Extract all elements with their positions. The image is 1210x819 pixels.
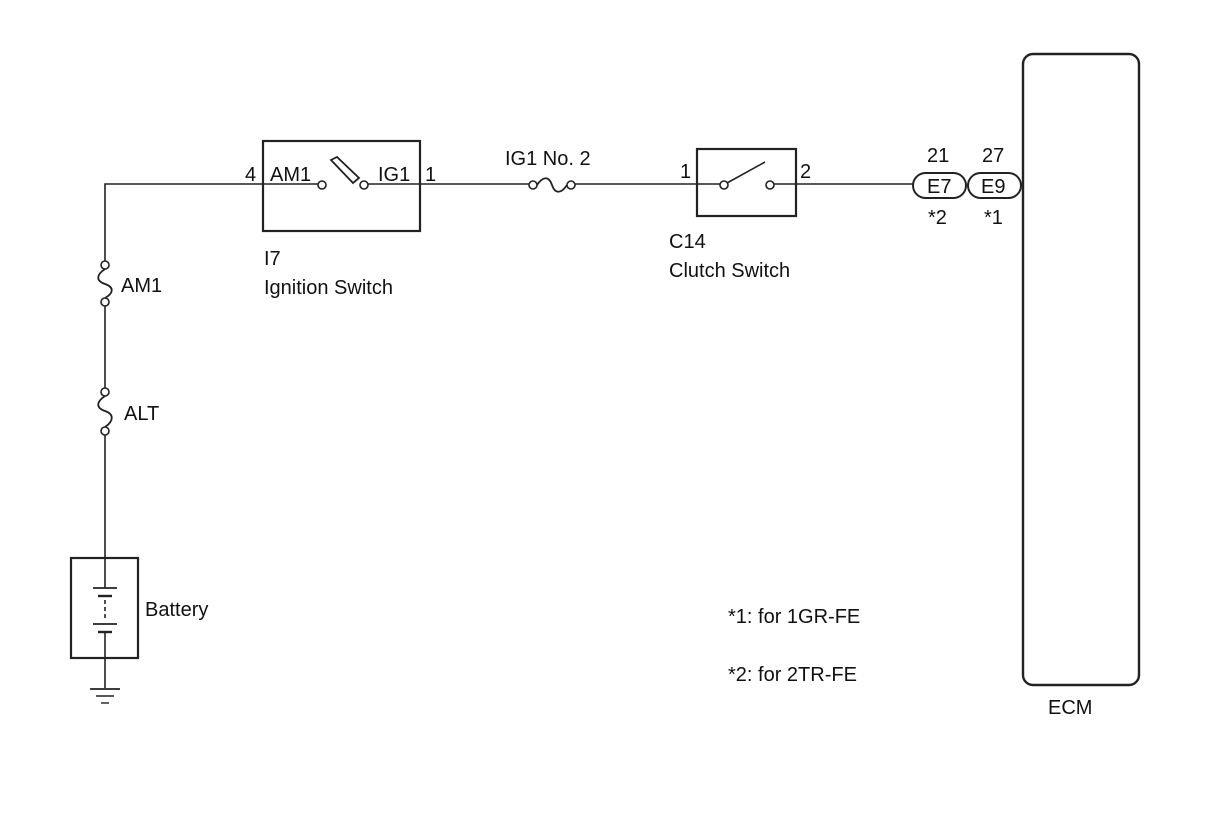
clutch-switch-box (695, 147, 798, 218)
battery-label: Battery (145, 599, 208, 621)
fuse-am1-terminal-top (100, 260, 110, 270)
ignition-switch-pin-left: 4 (245, 164, 256, 186)
connector-e9-code: E9 (981, 176, 1005, 198)
fuse-am1-label: AM1 (121, 275, 162, 297)
wires (104, 183, 913, 688)
ignition-switch-pin-right: 1 (425, 164, 436, 186)
footnote-1: *1: for 1GR-FE (728, 606, 860, 628)
clutch-switch-contact-left (719, 180, 729, 190)
ecm-box (1021, 52, 1141, 687)
connector-e7-note: *2 (928, 207, 947, 229)
fuse-ig1-terminal-right (566, 180, 576, 190)
connector-e7 (912, 172, 967, 199)
ignition-switch-terminal-ig1: IG1 (378, 164, 410, 186)
fuse-am1-terminal-bottom (100, 297, 110, 307)
ignition-switch-contact-left (317, 180, 327, 190)
ignition-switch-name: Ignition Switch (264, 277, 393, 299)
fuse-ig1-no2: IG1 No. 2 (505, 148, 591, 193)
wire-am1-to-top (104, 183, 263, 262)
fuse-alt-icon (97, 395, 113, 428)
fuse-am1-icon (97, 268, 113, 299)
ecm-label: ECM (1048, 697, 1092, 719)
clutch-switch-pin-left: 1 (680, 161, 691, 183)
fuse-icon (536, 177, 568, 193)
connector-e7-code: E7 (927, 176, 951, 198)
fuse-am1: AM1 (97, 260, 162, 307)
clutch-switch-name: Clutch Switch (669, 260, 790, 282)
fuse-ig1-label: IG1 No. 2 (505, 148, 591, 170)
fuse-alt-terminal-bottom (100, 426, 110, 436)
clutch-switch-code: C14 (669, 231, 706, 253)
clutch-switch: 1 2 C14 Clutch Switch (669, 147, 811, 282)
footnotes: *1: for 1GR-FE *2: for 2TR-FE (728, 606, 860, 686)
battery: Battery (69, 556, 208, 660)
ecm: ECM (1021, 52, 1141, 719)
fuse-alt-terminal-top (100, 387, 110, 397)
connectors: 21 27 E7 E9 *2 *1 D (912, 145, 1042, 229)
clutch-switch-pin-right: 2 (800, 161, 811, 183)
ignition-switch-box (261, 139, 422, 233)
fuse-alt-label: ALT (124, 403, 159, 425)
ignition-switch: 4 AM1 IG1 1 I7 Ignition Switch (245, 139, 436, 299)
ignition-key-icon (329, 155, 361, 185)
connector-e9-note: *1 (984, 207, 1003, 229)
clutch-switch-blade (726, 161, 766, 184)
connector-e9 (967, 172, 1022, 199)
ignition-switch-terminal-am1: AM1 (270, 164, 311, 186)
ignition-switch-code: I7 (264, 248, 281, 270)
connector-e7-pin: 21 (927, 145, 949, 167)
ground-icon (90, 688, 120, 704)
connector-e9-pin: 27 (982, 145, 1004, 167)
fuse-ig1-terminal-left (528, 180, 538, 190)
footnote-2: *2: for 2TR-FE (728, 664, 857, 686)
ignition-switch-contact-right (359, 180, 369, 190)
clutch-switch-contact-right (765, 180, 775, 190)
fuse-alt: ALT (97, 387, 159, 436)
